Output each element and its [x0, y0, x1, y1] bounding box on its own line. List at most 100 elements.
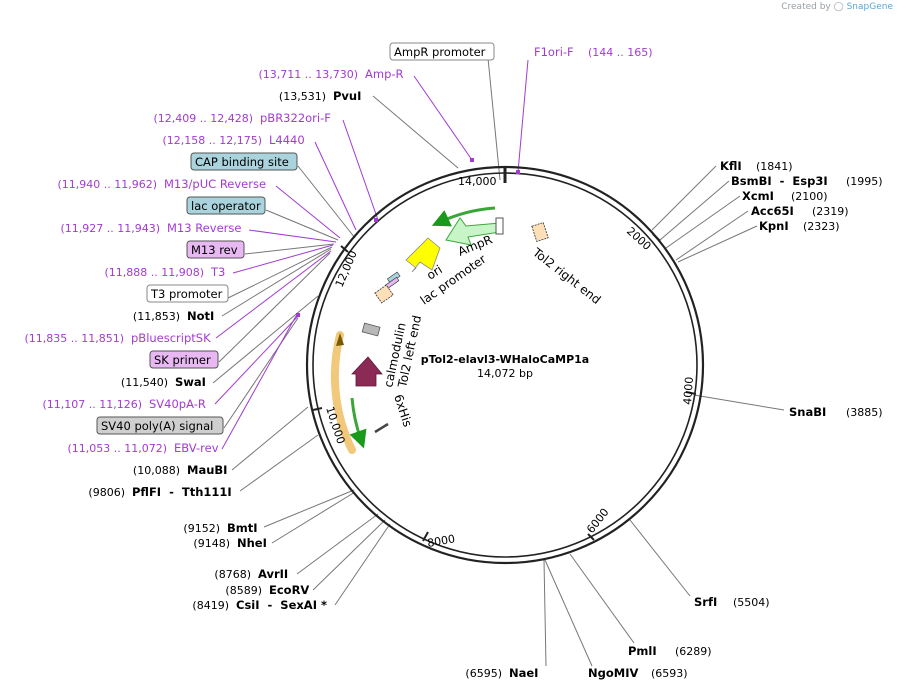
label-lac-operator-name: lac operator — [191, 199, 261, 213]
orange-feature-arc — [330, 331, 356, 454]
label-m13rev-primer-name: M13 Reverse — [167, 221, 241, 235]
label-ebv-name: EBV-rev — [174, 441, 219, 455]
plasmid-name: pTol2-elavl3-WHaloCaMP1a — [421, 353, 589, 366]
label-avrii-coord: (8768) — [214, 568, 251, 581]
his-tag-tick — [374, 422, 389, 434]
label-kpni-coord: (2323) — [803, 220, 840, 233]
label-bmti-name: BmtI — [227, 521, 258, 535]
label-box-t3prom — [146, 284, 229, 303]
label-pflfi-coord: (9806) — [88, 486, 125, 499]
label-pbluescript-name: pBluescriptSK — [131, 331, 211, 345]
snapgene-credit: Created by ◯ SnapGene — [781, 2, 893, 12]
credit-prefix: Created by — [781, 2, 831, 12]
label-f1ori-coord: (144 .. 165) — [588, 46, 653, 59]
label-nhei-name: NheI — [237, 536, 267, 550]
leader-sv40pa — [214, 313, 301, 405]
label-maubi-coord: (10,088) — [133, 464, 180, 477]
leader-ecorv — [312, 519, 386, 591]
tol2-left-box — [374, 284, 394, 304]
label-t3-name: T3 — [210, 265, 225, 279]
snapgene-logo-icon: ◯ — [833, 2, 844, 12]
label-pflfi-name: PflFI - Tth111I — [132, 485, 232, 499]
plasmid-title-block: pTol2-elavl3-WHaloCaMP1a 14,072 bp — [421, 353, 589, 380]
leader-pbr322 — [342, 119, 379, 221]
label-m13rev-name: M13 rev — [191, 243, 238, 257]
leader-csii — [334, 523, 391, 606]
label-nhei-coord: (9148) — [193, 537, 230, 550]
leader-kfli — [651, 165, 717, 231]
leader-f1ori — [517, 59, 529, 173]
leader-naei — [543, 559, 547, 667]
leader-pvui — [372, 95, 459, 169]
label-ecorv-name: EcoRV — [269, 583, 309, 597]
map-labels: AmpR promoter F1ori-F (144 .. 165) (13,7… — [24, 42, 883, 680]
label-srfi-name: SrfI — [694, 595, 717, 609]
label-csii-coord: (8419) — [192, 599, 229, 612]
label-t3prom-name: T3 promoter — [150, 287, 223, 301]
label-sv40pa-name: SV40pA-R — [149, 397, 206, 411]
leader-maubi — [231, 406, 309, 471]
label-srfi-coord: (5504) — [733, 596, 770, 609]
leader-srfi — [629, 519, 691, 597]
tick-4000: 4000 — [681, 376, 696, 405]
label-box-skprimer — [149, 350, 219, 369]
label-pmli-name: PmlI — [628, 644, 657, 658]
feature-label-6xhis: 6xHis — [391, 393, 415, 429]
tick-14000: 14,000 — [458, 175, 497, 188]
leader-amp-r — [413, 75, 473, 161]
ampr-promoter-box — [495, 217, 504, 235]
label-pmli-coord: (6289) — [675, 645, 712, 658]
ampr-arrow-icon — [445, 217, 501, 246]
leader-nhei — [271, 491, 356, 544]
leader-m13rev — [244, 243, 335, 255]
leader-t3prom — [227, 246, 333, 299]
label-bsmbi-coord: (1995) — [846, 175, 883, 188]
label-pbr322-name: pBR322ori-F — [260, 111, 331, 125]
label-box-ampr-promoter — [389, 42, 495, 61]
credit-brand: SnapGene — [846, 2, 893, 12]
label-box-lac-operator — [186, 196, 266, 215]
leader-bmti — [263, 489, 355, 528]
label-pbr322-coord: (12,409 .. 12,428) — [153, 112, 253, 125]
leader-lac-op — [265, 209, 339, 241]
leader-l4440 — [314, 141, 357, 231]
his-arc — [349, 397, 367, 449]
leader-ngomiv — [544, 559, 593, 667]
label-maubi-name: MauBI — [187, 463, 227, 477]
leader-t3 — [232, 244, 334, 274]
label-ngomiv-name: NgoMIV — [588, 666, 638, 680]
feature-shapes — [351, 217, 549, 434]
leader-kpni — [677, 225, 758, 263]
ring-features — [330, 206, 496, 454]
label-m13puc-name: M13/pUC Reverse — [164, 177, 266, 191]
leader-ampr-promoter — [487, 57, 501, 181]
label-snabi-coord: (3885) — [846, 406, 883, 419]
leader-m13puc — [275, 185, 341, 239]
label-pbluescript-coord: (11,835 .. 11,851) — [24, 332, 124, 345]
feature-label-tol2-right: Tol2 right end — [529, 245, 603, 307]
label-l4440-coord: (12,158 .. 12,175) — [162, 134, 262, 147]
label-naei-name: NaeI — [509, 666, 538, 680]
plasmid-size: 14,072 bp — [477, 367, 533, 380]
label-f1ori-name: F1ori-F — [534, 45, 574, 59]
label-box-m13rev — [186, 240, 245, 259]
leader-pflfi — [239, 434, 319, 492]
label-l4440-name: L4440 — [269, 133, 305, 147]
label-swai-coord: (11,540) — [121, 376, 168, 389]
leader-snabi — [693, 394, 785, 411]
leader-pmli — [569, 553, 635, 644]
label-kfli-coord: (1841) — [756, 160, 793, 173]
leader-swai — [212, 295, 319, 384]
leader-cap — [297, 165, 356, 239]
tol2-right-box — [531, 222, 549, 242]
leader-skprimer — [218, 252, 331, 363]
label-t3-coord: (11,888 .. 11,908) — [104, 266, 204, 279]
label-m13rev-primer-coord: (11,927 .. 11,943) — [60, 222, 160, 235]
leader-xcmi — [665, 195, 741, 249]
plasmid-backbone — [305, 165, 705, 565]
label-ampr-coord: (13,711 .. 13,730) — [258, 68, 358, 81]
label-swai-name: SwaI — [175, 375, 206, 389]
leader-acc65i — [675, 210, 749, 261]
site-markers — [296, 158, 520, 317]
label-bsmbi-name: BsmBI - Esp3I — [731, 174, 828, 188]
